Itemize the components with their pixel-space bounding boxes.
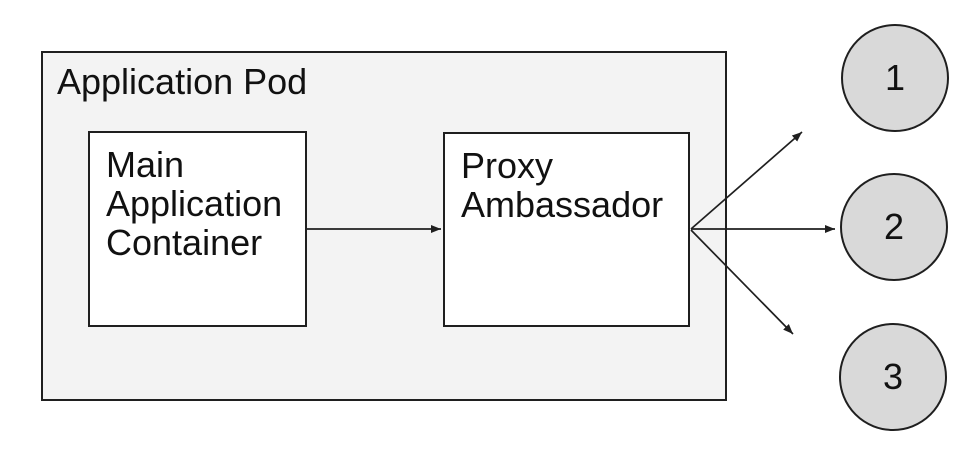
endpoint-circle-3: 3 [839, 323, 947, 431]
endpoint-circle-2: 2 [840, 173, 948, 281]
endpoint-3-label: 3 [882, 356, 904, 397]
endpoint-1-label: 1 [884, 57, 906, 98]
endpoint-2-label: 2 [883, 206, 905, 247]
node-main-application-container: Main Application Container [88, 131, 307, 327]
main-application-container-label: Main Application Container [106, 144, 283, 263]
application-pod-label: Application Pod [57, 61, 308, 102]
endpoint-circle-1: 1 [841, 24, 949, 132]
proxy-ambassador-label: Proxy Ambassador [461, 145, 664, 225]
node-proxy-ambassador: Proxy Ambassador [443, 132, 690, 327]
application-pod-box: Application Pod Main Application Contain… [41, 51, 727, 401]
